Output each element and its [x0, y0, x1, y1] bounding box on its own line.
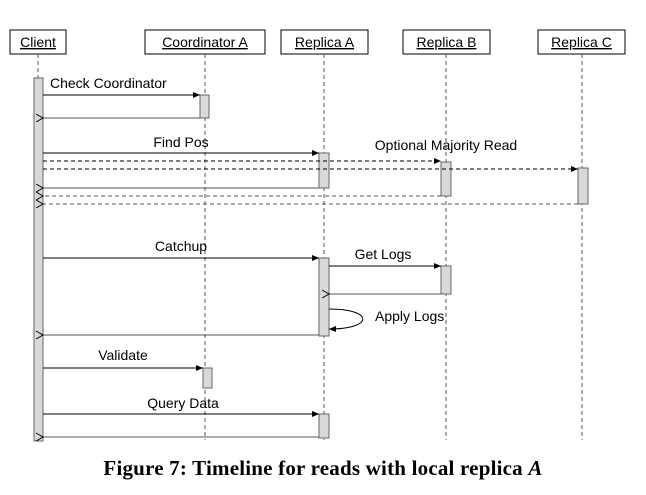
- actor-label-client: Client: [20, 34, 56, 50]
- activation-replica-c-majority: [577, 167, 589, 205]
- activation-coordinator-check: [199, 94, 210, 119]
- msg-apply-logs-loop: [328, 308, 363, 332]
- label-check-coordinator: Check Coordinator: [50, 75, 167, 91]
- activation-bars: [33, 77, 589, 442]
- activation-replica-a-findpos: [318, 152, 330, 189]
- caption-text: Figure 7: Timeline for reads with local …: [103, 456, 523, 480]
- caption-variable: A: [528, 456, 543, 480]
- activation-replica-a-query: [318, 413, 330, 439]
- actor-label-coordinator-a: Coordinator A: [162, 34, 248, 50]
- label-apply-logs: Apply Logs: [375, 308, 444, 324]
- actor-label-replica-c: Replica C: [551, 34, 612, 50]
- figure-caption: Figure 7: Timeline for reads with local …: [0, 456, 646, 481]
- message-labels: Check Coordinator Find Pos Optional Majo…: [50, 75, 517, 411]
- optional-request-messages: [43, 158, 578, 172]
- label-validate: Validate: [98, 347, 148, 363]
- label-catchup: Catchup: [155, 238, 207, 254]
- activation-replica-b-getlogs: [440, 265, 452, 295]
- activation-client: [33, 77, 44, 442]
- activation-replica-a-catchup: [318, 257, 330, 337]
- request-messages: [43, 92, 441, 417]
- actor-replica-a: Replica A: [280, 29, 369, 55]
- label-optional-majority-read: Optional Majority Read: [375, 137, 517, 153]
- actor-label-replica-a: Replica A: [295, 34, 355, 50]
- actor-client: Client: [9, 29, 67, 55]
- label-get-logs: Get Logs: [355, 246, 412, 262]
- activation-replica-b-majority: [440, 161, 452, 197]
- activation-coordinator-validate: [202, 367, 213, 389]
- actor-label-replica-b: Replica B: [417, 34, 477, 50]
- actor-replica-b: Replica B: [402, 29, 491, 55]
- optional-reply-messages: [43, 196, 578, 204]
- actor-replica-c: Replica C: [537, 29, 626, 55]
- actor-coordinator-a: Coordinator A: [144, 29, 266, 55]
- sequence-diagram: Client Coordinator A Replica A Replica B…: [9, 29, 626, 442]
- reply-messages: [43, 118, 441, 437]
- label-find-pos: Find Pos: [153, 134, 208, 150]
- label-query-data: Query Data: [147, 395, 219, 411]
- lifelines: [37, 54, 583, 440]
